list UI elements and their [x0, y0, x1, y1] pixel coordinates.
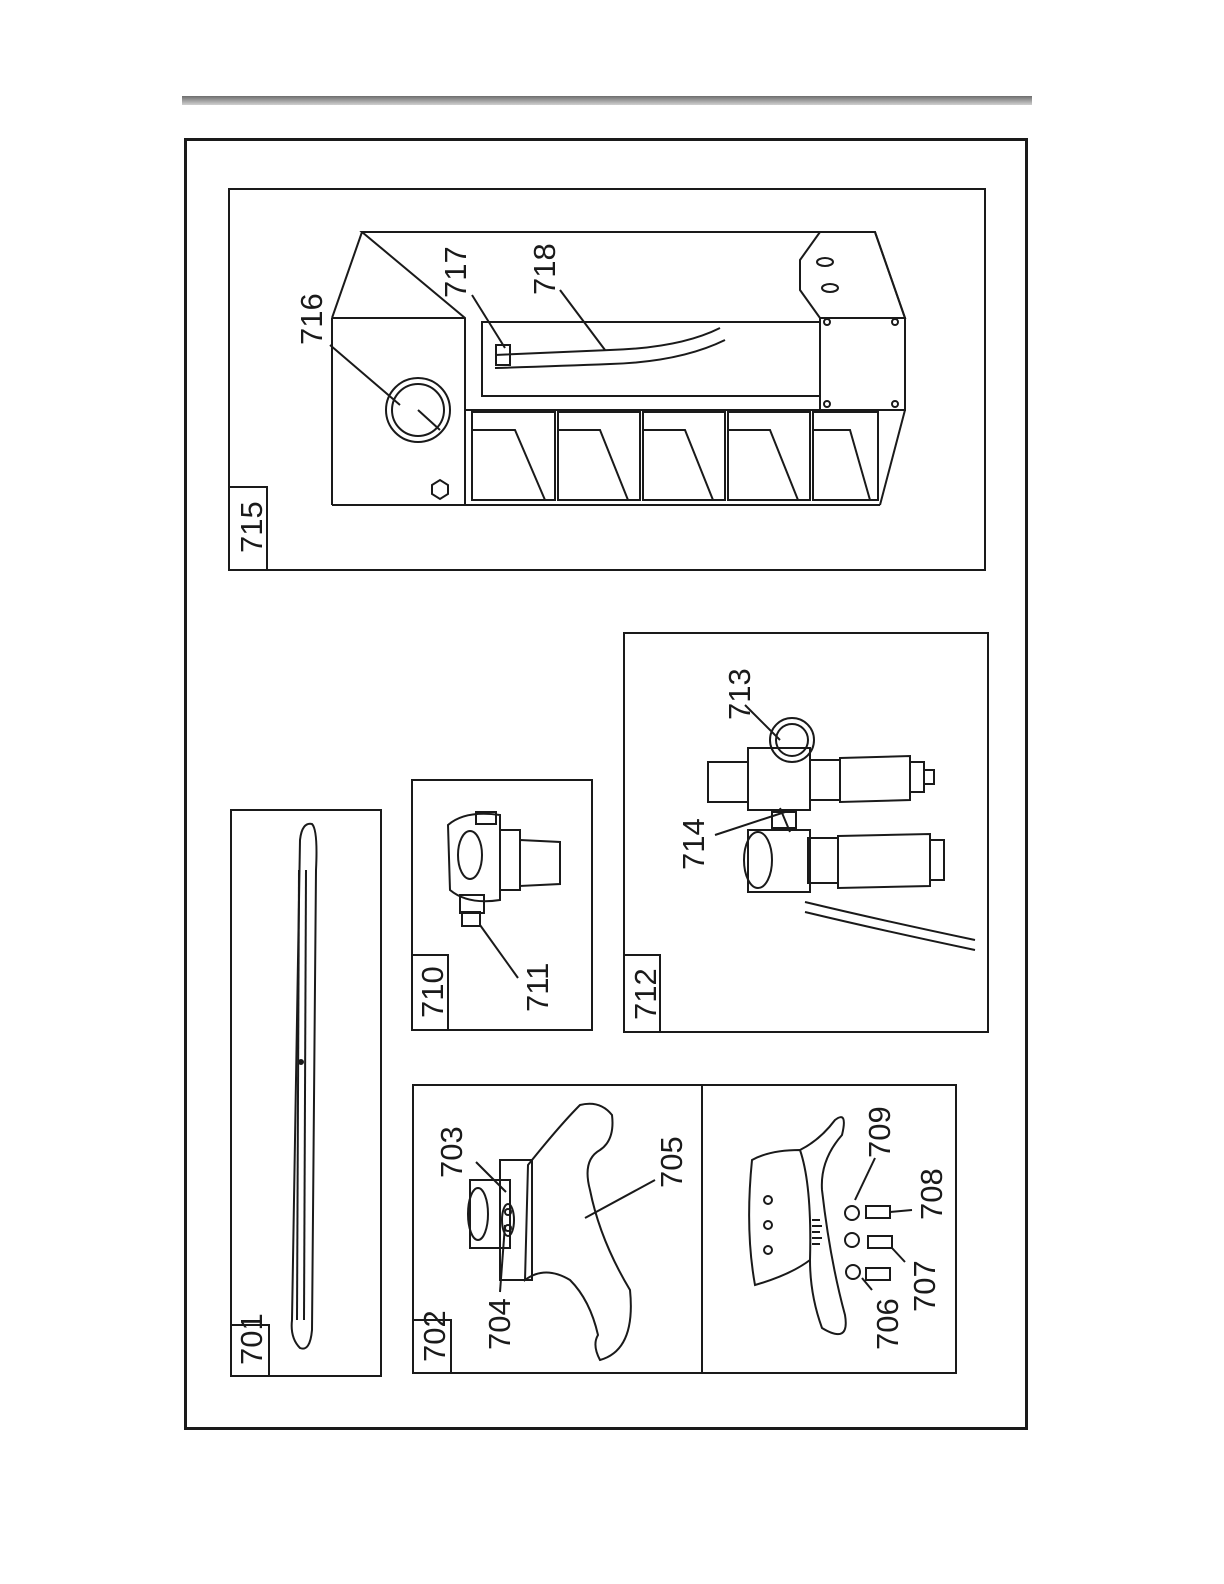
callout-709: 709 — [862, 1106, 897, 1158]
callout-714: 714 — [676, 818, 711, 870]
callout-705: 705 — [654, 1136, 689, 1188]
figure-id-702: 702 — [417, 1310, 452, 1362]
callout-707: 707 — [907, 1260, 942, 1312]
callout-704: 704 — [482, 1298, 517, 1350]
callout-706: 706 — [870, 1298, 905, 1350]
figure-id-715: 715 — [234, 501, 269, 553]
panel-712: 712 713 714 — [624, 633, 988, 1032]
callout-708: 708 — [914, 1168, 949, 1220]
figure-id-712: 712 — [628, 968, 663, 1020]
panel-701: 701 — [231, 810, 381, 1376]
panel-710: 710 711 — [412, 780, 592, 1030]
callout-711: 711 — [520, 963, 555, 1012]
figure-id-701: 701 — [234, 1313, 269, 1365]
callout-718: 718 — [527, 243, 562, 295]
panel-702: 702 703 704 705 — [413, 1085, 956, 1373]
panel-715: 715 — [229, 189, 985, 570]
figure-id-710: 710 — [415, 966, 450, 1018]
callout-716: 716 — [294, 293, 329, 345]
callout-703: 703 — [434, 1126, 469, 1178]
callout-717: 717 — [438, 246, 473, 298]
